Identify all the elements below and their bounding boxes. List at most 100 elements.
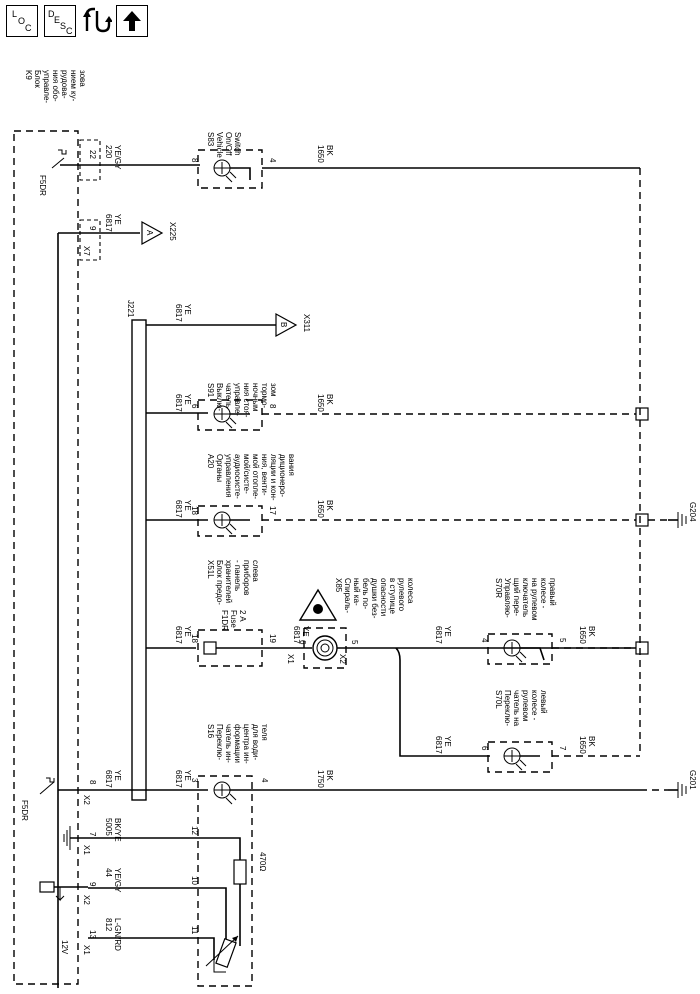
svg-text:2 A: 2 A — [238, 610, 247, 622]
svg-text:для води-: для води- — [251, 724, 260, 760]
svg-text:4: 4 — [268, 158, 277, 163]
svg-text:1650: 1650 — [316, 394, 325, 412]
svg-text:Vehicle: Vehicle — [215, 132, 224, 158]
svg-text:1650: 1650 — [578, 736, 587, 754]
svg-text:6: 6 — [298, 640, 307, 645]
svg-text:8: 8 — [190, 158, 199, 163]
svg-text:- панель: - панель — [233, 560, 242, 591]
svg-text:YE: YE — [183, 304, 192, 315]
svg-text:YE: YE — [113, 214, 122, 225]
svg-text:7: 7 — [558, 746, 567, 751]
svg-text:4: 4 — [480, 638, 489, 643]
svg-text:Управляю-: Управляю- — [503, 578, 512, 618]
svg-text:7: 7 — [88, 832, 97, 837]
svg-text:S83: S83 — [206, 132, 215, 147]
svg-text:X85: X85 — [334, 578, 343, 593]
svg-text:правый: правый — [548, 578, 557, 606]
svg-text:1650: 1650 — [316, 500, 325, 518]
arrow-up-icon — [123, 11, 141, 31]
svg-text:Выклю-: Выклю- — [215, 383, 224, 411]
svg-text:ния обо-: ния обо- — [51, 70, 60, 102]
svg-text:опасности: опасности — [379, 578, 388, 616]
svg-text:теля: теля — [260, 724, 269, 741]
j221-splice — [131, 319, 147, 801]
svg-text:левый: левый — [539, 690, 548, 714]
svg-text:K9: K9 — [24, 70, 33, 80]
svg-text:BK: BK — [325, 500, 334, 511]
svg-text:Органы: Органы — [215, 454, 224, 482]
svg-text:6817: 6817 — [174, 304, 183, 322]
ref-b-triangle — [275, 312, 298, 338]
svg-text:11: 11 — [190, 926, 199, 935]
svg-text:6817: 6817 — [434, 736, 443, 754]
svg-text:управле-: управле- — [42, 70, 51, 103]
svg-text:S70L: S70L — [494, 690, 503, 709]
svg-text:5005: 5005 — [104, 818, 113, 836]
svg-text:Fuse: Fuse — [229, 610, 238, 628]
svg-text:зова: зова — [78, 70, 87, 87]
k9-title: K9 Блок управле- ния обо- рудова- нием к… — [24, 70, 87, 103]
svg-text:YE/GY: YE/GY — [113, 145, 122, 170]
svg-text:A20: A20 — [206, 454, 215, 469]
svg-text:12V: 12V — [60, 940, 69, 955]
svg-text:4: 4 — [260, 778, 269, 783]
svg-text:44: 44 — [104, 868, 113, 877]
description-button[interactable]: D E S C — [44, 5, 76, 37]
svg-text:душки без-: душки без- — [370, 578, 379, 619]
svg-text:On/Off: On/Off — [224, 132, 233, 156]
svg-text:колеса: колеса — [406, 578, 415, 604]
svg-text:L-GN/RD: L-GN/RD — [113, 918, 122, 951]
wiring-hook-button[interactable] — [82, 5, 113, 35]
svg-text:G204: G204 — [688, 502, 697, 522]
svg-text:тормо-: тормо- — [260, 383, 269, 408]
svg-text:X2: X2 — [338, 654, 347, 664]
location-button[interactable]: L O C — [6, 5, 38, 37]
svg-text:6817: 6817 — [174, 500, 183, 518]
svg-text:Переклю-: Переклю- — [215, 724, 224, 760]
s70r-label: S70R Управляю- щий пере- ключатель на ру… — [494, 578, 557, 621]
svg-text:зом: зом — [269, 383, 278, 397]
svg-text:X2: X2 — [82, 895, 91, 905]
s91-label: S91 Выклю- чатель управле- ния стоя- ноч… — [206, 383, 278, 418]
svg-text:8: 8 — [268, 404, 277, 409]
s16-label: S16 Переклю- чатель ин- формации центра … — [206, 724, 269, 764]
svg-text:13: 13 — [88, 930, 97, 939]
svg-text:17: 17 — [268, 506, 277, 515]
svg-text:YE: YE — [183, 626, 192, 637]
svg-text:3: 3 — [190, 778, 199, 783]
svg-text:бель по-: бель по- — [361, 578, 370, 610]
svg-text:чатель на: чатель на — [512, 690, 521, 727]
svg-text:YE: YE — [443, 626, 452, 637]
svg-text:BK: BK — [325, 770, 334, 781]
svg-text:X225: X225 — [168, 222, 177, 241]
svg-text:YE: YE — [443, 736, 452, 747]
toolbar: L O C D E S C — [0, 0, 148, 40]
svg-text:220: 220 — [104, 145, 113, 159]
k9-module-outline — [13, 130, 79, 985]
a20-label: A20 Органы управления аудиосисте- мой/си… — [206, 454, 296, 501]
svg-text:щий пере-: щий пере- — [512, 578, 521, 616]
svg-text:1750: 1750 — [316, 770, 325, 788]
svg-text:B: B — [279, 322, 288, 327]
svg-text:10: 10 — [190, 876, 199, 885]
svg-text:6817: 6817 — [104, 214, 113, 232]
svg-text:18: 18 — [190, 634, 199, 643]
svg-text:колесе -: колесе - — [539, 578, 548, 609]
svg-text:хранителей: хранителей — [224, 560, 233, 603]
svg-text:YE: YE — [301, 626, 310, 637]
svg-text:6817: 6817 — [292, 626, 301, 644]
svg-text:6817: 6817 — [174, 770, 183, 788]
svg-text:YE: YE — [113, 770, 122, 781]
svg-text:6817: 6817 — [174, 626, 183, 644]
svg-text:на рулевом: на рулевом — [530, 578, 539, 621]
svg-text:аудиосисте-: аудиосисте- — [233, 454, 242, 499]
svg-text:рудова-: рудова- — [60, 70, 69, 99]
svg-text:управления: управления — [224, 454, 233, 498]
svg-text:X1: X1 — [82, 945, 91, 955]
svg-text:6: 6 — [480, 746, 489, 751]
svg-text:ния, венти-: ния, венти- — [260, 454, 269, 496]
svg-text:6817: 6817 — [174, 394, 183, 412]
up-arrow-button[interactable] — [116, 5, 148, 37]
